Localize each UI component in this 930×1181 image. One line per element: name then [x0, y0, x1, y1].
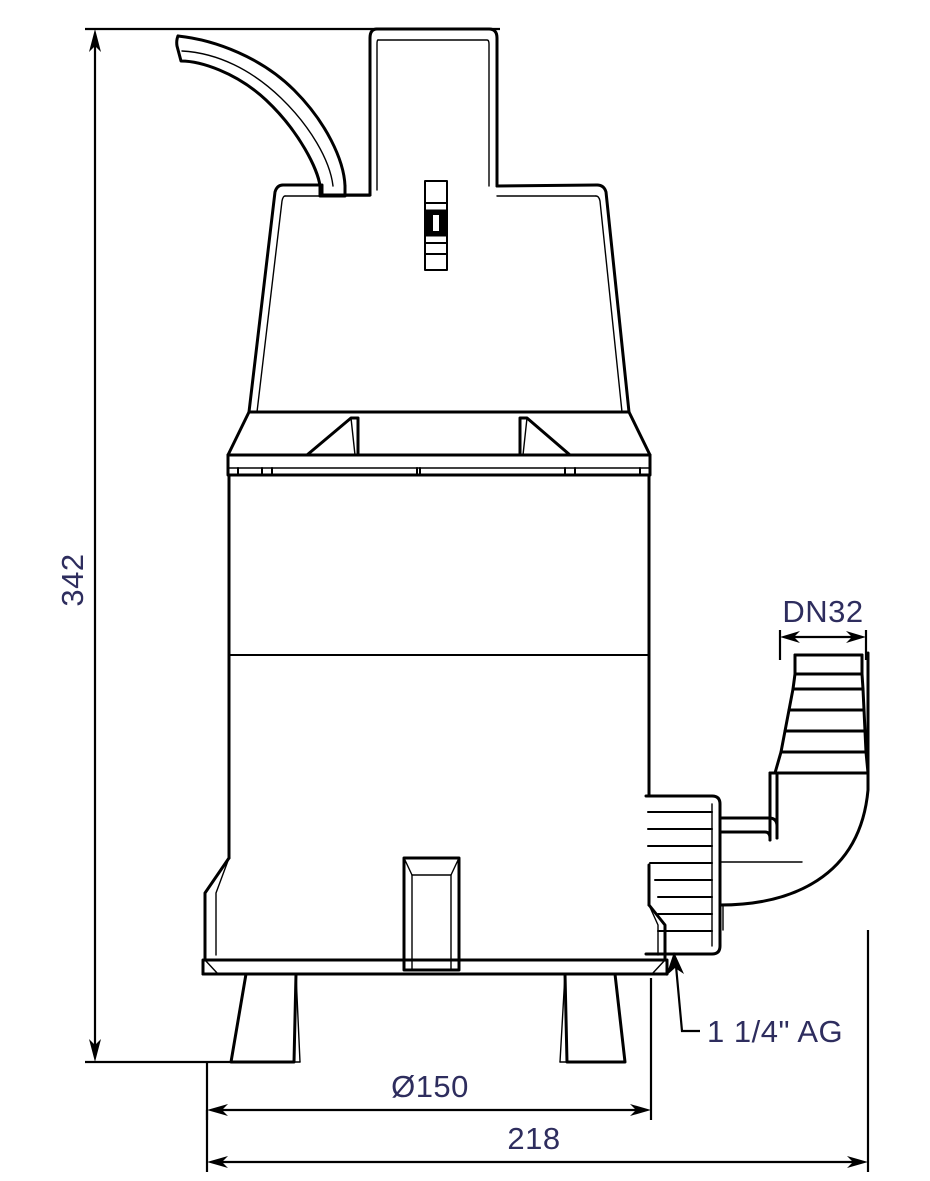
pump-body — [203, 473, 667, 962]
dimension-body-diameter: Ø150 — [205, 978, 653, 1120]
threaded-discharge-collar — [644, 788, 722, 956]
carry-handle — [368, 27, 499, 197]
dimension-label-hose-connector: DN32 — [782, 594, 863, 629]
flange-collar — [226, 410, 652, 477]
discharge-elbow — [718, 651, 870, 931]
dimension-overall-height: 342 — [55, 27, 500, 1064]
callout-label-discharge-thread: 1 1/4" AG — [707, 1014, 843, 1049]
dimension-label-body-diameter: Ø150 — [391, 1069, 469, 1104]
intake-block — [402, 856, 461, 972]
callout-discharge-thread: 1 1/4" AG — [666, 952, 843, 1049]
rating-label-slot — [424, 180, 448, 271]
hose-barb-nozzle — [768, 652, 870, 775]
support-feet — [229, 972, 627, 1064]
base-plate — [201, 958, 669, 976]
motor-housing — [247, 183, 631, 414]
power-cable — [175, 34, 347, 198]
dimension-label-overall-height: 342 — [55, 553, 90, 606]
dimension-label-overall-width: 218 — [507, 1121, 560, 1156]
dimension-overall-width: 218 — [205, 930, 870, 1172]
dimension-hose-connector: DN32 — [778, 594, 868, 660]
